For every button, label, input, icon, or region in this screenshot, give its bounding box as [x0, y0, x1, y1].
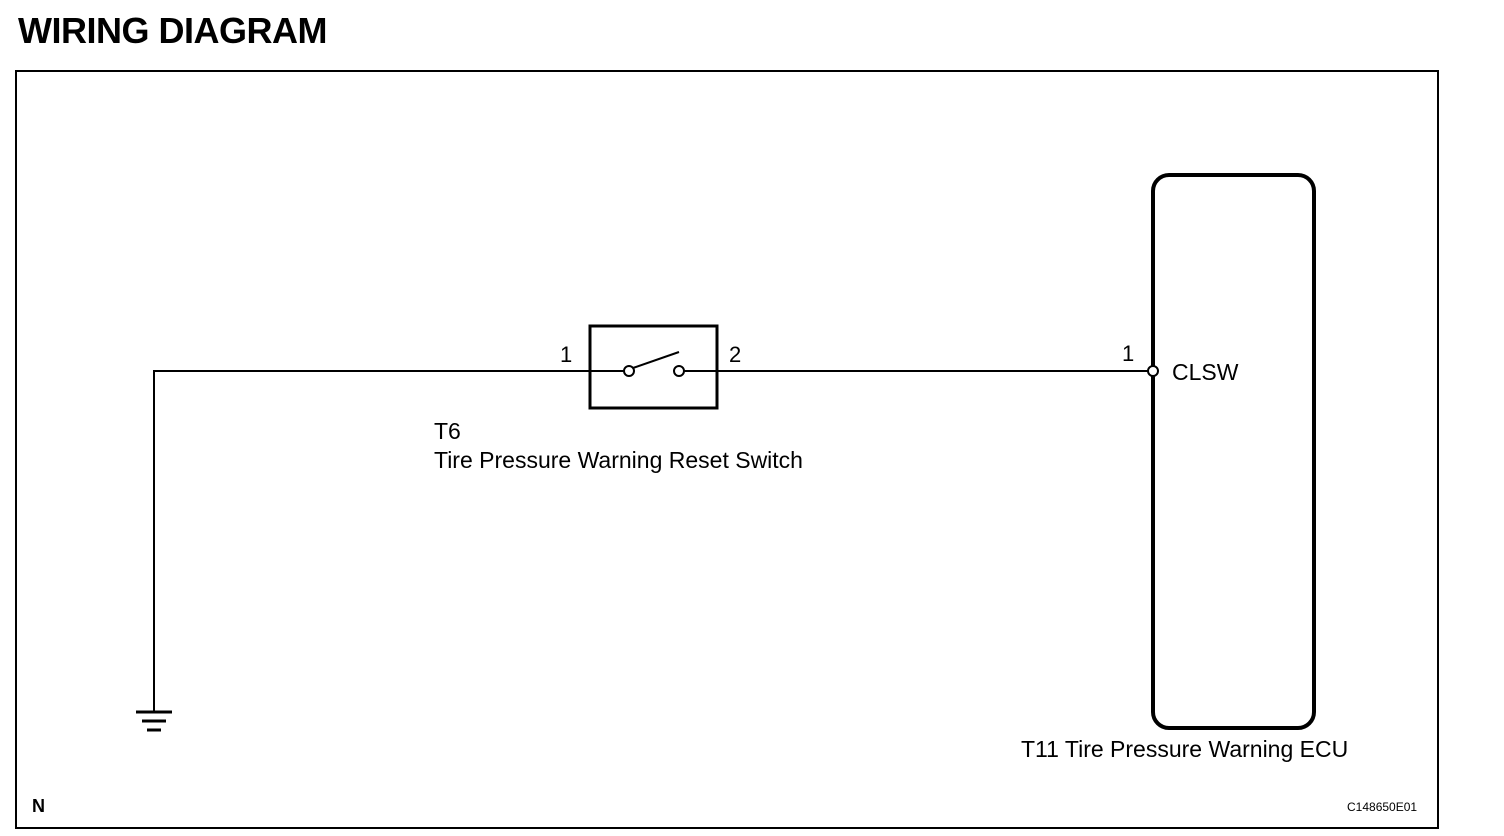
figure-code: C148650E01 [1347, 800, 1417, 814]
ecu-pin-label: 1 [1122, 341, 1134, 366]
switch-pin-right: 2 [729, 342, 741, 367]
page-title: WIRING DIAGRAM [18, 10, 327, 51]
switch-name-label: Tire Pressure Warning Reset Switch [434, 447, 803, 473]
switch-connector-label: T6 [434, 418, 461, 444]
frame-letter: N [32, 796, 45, 816]
ground-wire [153, 370, 590, 712]
switch-pin-left: 1 [560, 342, 572, 367]
switch-contact-icon [590, 351, 717, 377]
ecu-name-label: T11 Tire Pressure Warning ECU [1021, 736, 1348, 762]
ground-icon [136, 710, 172, 732]
ecu-terminal-label: CLSW [1172, 359, 1239, 385]
switch-body [588, 324, 719, 410]
ecu-body [1151, 173, 1316, 730]
diagram-frame [15, 70, 1439, 829]
ecu-terminal-icon [1147, 365, 1159, 377]
